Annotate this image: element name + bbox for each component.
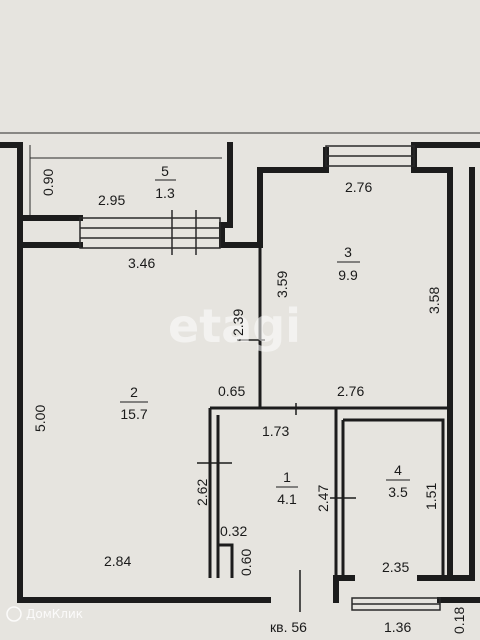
brand-watermark: ДомКлик xyxy=(6,606,83,622)
dim-room2-offset: 0.65 xyxy=(218,383,245,399)
dim-entrance: кв. 56 xyxy=(270,619,307,635)
dim-kitchen-bottom: 2.76 xyxy=(337,383,364,399)
dim-kitchen-top: 2.76 xyxy=(345,179,372,195)
dim-bath-top: 1.73 xyxy=(262,423,289,439)
dim-kitchen-left: 3.59 xyxy=(274,271,290,298)
dim-wc-bottom: 2.35 xyxy=(382,559,409,575)
partitions xyxy=(208,245,450,578)
room-area-3: 9.9 xyxy=(338,267,358,283)
partition-wc xyxy=(343,418,445,578)
niche xyxy=(218,543,234,578)
dim-niche-width: 0.32 xyxy=(220,523,247,539)
wall-right-exterior xyxy=(417,167,475,581)
room-labels: 5 1.3 3 9.9 2 15.7 1 4.1 4 3.5 xyxy=(120,163,410,507)
dim-balcony-width: 2.95 xyxy=(98,192,125,208)
room-area-1: 4.1 xyxy=(277,491,297,507)
dim-bottom-right-width: 1.36 xyxy=(384,619,411,635)
dim-bath-height: 2.47 xyxy=(315,485,331,512)
dim-room2-wall: 2.39 xyxy=(230,309,246,336)
balcony-frame xyxy=(17,142,83,221)
dim-bottom-right-depth: 0.18 xyxy=(451,607,467,634)
room-number-4: 4 xyxy=(394,462,402,478)
room-number-3: 3 xyxy=(344,244,352,260)
dim-wc-height: 1.51 xyxy=(423,483,439,510)
room-area-4: 3.5 xyxy=(388,484,408,500)
dim-room2-height: 5.00 xyxy=(32,405,48,432)
partition-bath xyxy=(210,406,338,578)
room-number-1: 1 xyxy=(283,469,291,485)
dimension-labels: 2.95 2.76 3.46 0.65 2.76 1.73 0.32 2.84 … xyxy=(98,179,411,635)
wall-kitchen-top-right xyxy=(411,147,453,413)
room-number-5: 5 xyxy=(161,163,169,179)
watermark: etagi xyxy=(168,299,301,353)
room-number-2: 2 xyxy=(130,384,138,400)
brand-text: ДомКлик xyxy=(26,607,83,621)
wall-bottom-right xyxy=(333,575,355,603)
dimension-labels-vertical: 0.90 3.59 3.58 2.39 5.00 2.62 2.47 1.51 … xyxy=(32,169,467,634)
dim-room2-top: 3.46 xyxy=(128,255,155,271)
dim-kitchen-right: 3.58 xyxy=(426,287,442,314)
dim-room2-lower: 2.62 xyxy=(194,479,210,506)
windows xyxy=(0,132,480,611)
dim-niche-depth: 0.60 xyxy=(238,549,254,576)
dim-room2-bottom: 2.84 xyxy=(104,553,131,569)
room-area-5: 1.3 xyxy=(155,185,175,201)
wall-room2-left xyxy=(17,242,271,603)
dimension-ticks xyxy=(197,339,356,612)
window-balcony xyxy=(79,217,221,249)
room-area-2: 15.7 xyxy=(120,406,147,422)
wall-kitchen-top xyxy=(257,147,329,248)
house-icon xyxy=(6,606,22,622)
balcony-right xyxy=(219,142,263,248)
dim-balcony-depth: 0.90 xyxy=(40,169,56,196)
